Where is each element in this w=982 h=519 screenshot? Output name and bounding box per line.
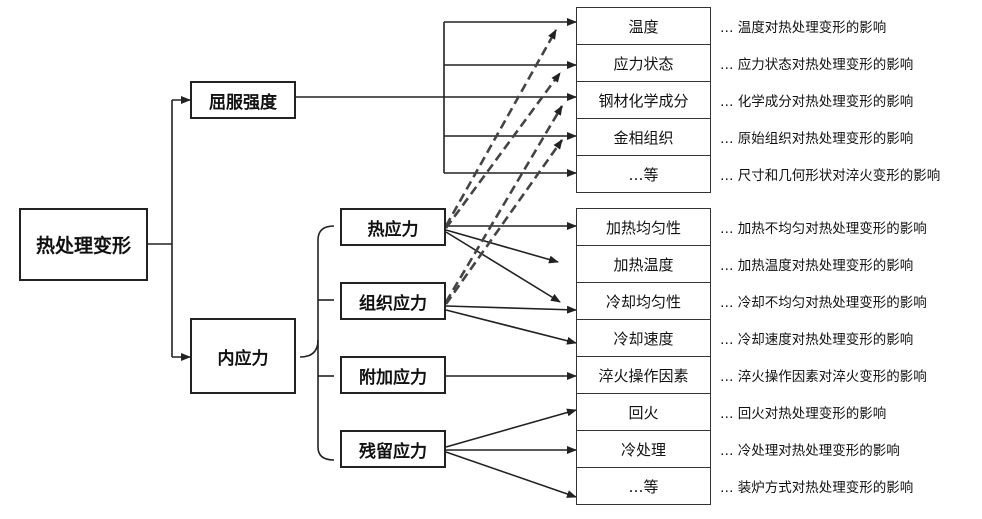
factor-label: 冷却均匀性 — [605, 292, 681, 311]
root-label: 热处理变形 — [35, 235, 131, 257]
factor-label: 冷处理 — [620, 440, 666, 459]
factor-label: 加热均匀性 — [605, 218, 681, 237]
factor-cell: 加热均匀性 — [576, 208, 711, 246]
yield-strength-label: 屈服强度 — [209, 92, 277, 113]
description-text: … 加热温度对热处理变形的影响 — [720, 258, 914, 274]
factor-cell: 冷处理 — [576, 431, 711, 468]
description-text: … 化学成分对热处理变形的影响 — [720, 94, 914, 110]
root-node: 热处理变形 — [19, 208, 148, 281]
factor-cell: 回火 — [576, 394, 711, 431]
description-text: … 冷却不均匀对热处理变形的影响 — [720, 295, 927, 311]
factor-cell: 冷却速度 — [576, 320, 711, 357]
description-text: … 冷却速度对热处理变形的影响 — [720, 332, 914, 348]
factor-cell: …等 — [576, 468, 711, 505]
factor-cell: 冷却均匀性 — [576, 283, 711, 320]
factor-label: 钢材化学成分 — [598, 91, 689, 110]
factor-cell: 钢材化学成分 — [576, 82, 711, 119]
description-text: … 淬火操作因素对淬火变形的影响 — [720, 369, 927, 385]
factor-label: 应力状态 — [613, 54, 674, 73]
description-text: … 温度对热处理变形的影响 — [720, 20, 887, 36]
node-additional-stress: 附加应力 — [340, 356, 446, 394]
description-text: … 回火对热处理变形的影响 — [720, 406, 887, 422]
description-text: … 尺寸和几何形状对淬火变形的影响 — [720, 168, 941, 184]
internal-stress-label: 内应力 — [217, 348, 269, 369]
factor-cell: 温度 — [576, 7, 711, 45]
description-text: … 加热不均匀对热处理变形的影响 — [720, 221, 927, 237]
factor-label: 冷却速度 — [613, 329, 674, 348]
description-text: … 装炉方式对热处理变形的影响 — [720, 480, 914, 496]
node-residual-stress: 残留应力 — [340, 430, 446, 468]
factor-cell: 金相组织 — [576, 119, 711, 156]
factor-cell: 加热温度 — [576, 246, 711, 283]
residual-stress-label: 残留应力 — [359, 441, 427, 462]
factor-label: 金相组织 — [613, 128, 674, 147]
factor-cell: 应力状态 — [576, 45, 711, 82]
factor-label: …等 — [628, 165, 659, 184]
node-yield-strength: 屈服强度 — [190, 81, 296, 119]
description-text: … 冷处理对热处理变形的影响 — [720, 443, 900, 459]
factor-label: 淬火操作因素 — [598, 366, 689, 385]
factor-label: 回火 — [628, 403, 659, 422]
node-structural-stress: 组织应力 — [340, 282, 446, 320]
description-text: … 原始组织对热处理变形的影响 — [720, 131, 914, 147]
additional-stress-label: 附加应力 — [359, 367, 427, 388]
node-internal-stress: 内应力 — [190, 318, 296, 394]
description-text: … 应力状态对热处理变形的影响 — [720, 57, 914, 73]
factor-label: 加热温度 — [613, 255, 674, 274]
thermal-stress-label: 热应力 — [367, 219, 419, 240]
factor-label: 温度 — [628, 17, 659, 36]
structural-stress-label: 组织应力 — [359, 293, 427, 314]
factor-cell: …等 — [576, 156, 711, 193]
factor-cell: 淬火操作因素 — [576, 357, 711, 394]
node-thermal-stress: 热应力 — [340, 208, 446, 246]
factor-label: …等 — [628, 477, 659, 496]
